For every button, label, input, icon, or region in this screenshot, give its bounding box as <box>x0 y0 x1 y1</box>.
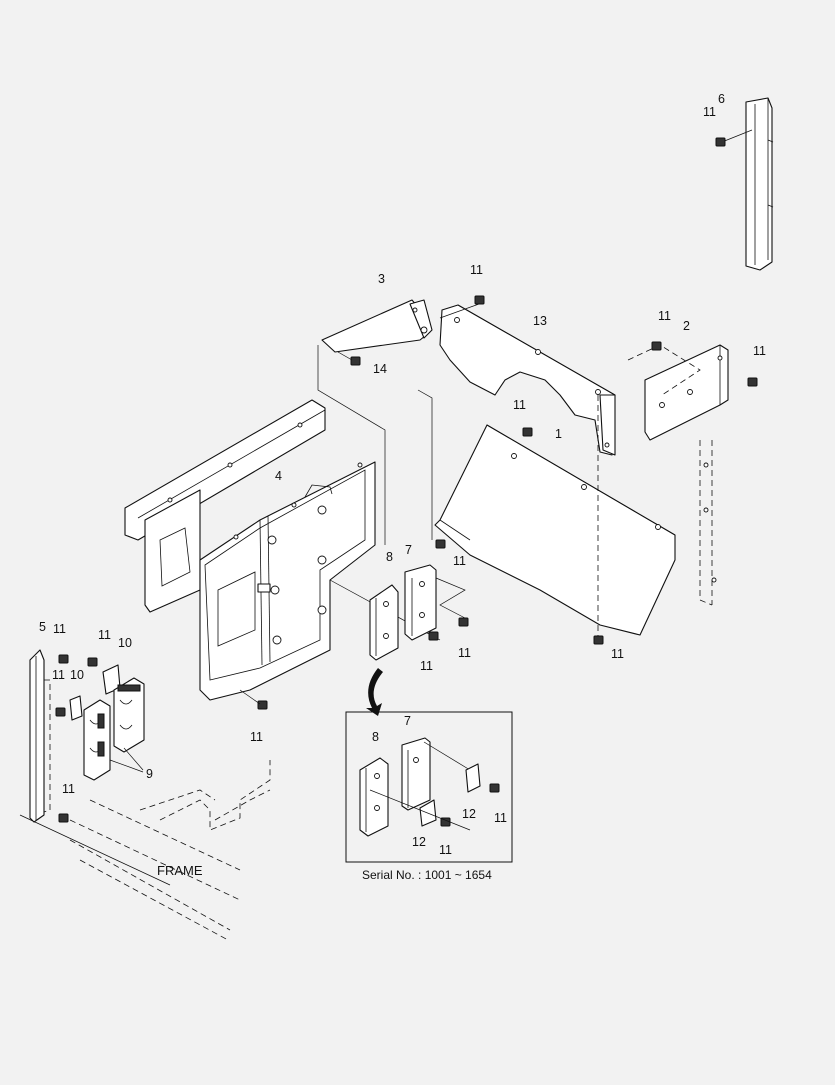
callout-11: 11 <box>703 105 716 119</box>
callout-11: 11 <box>753 344 766 358</box>
part-7-pad <box>404 564 466 641</box>
part-4-panel <box>199 461 376 701</box>
bolt-11-e <box>522 427 533 437</box>
callout-9: 9 <box>146 767 153 781</box>
bolt-14 <box>337 351 361 366</box>
callout-11: 11 <box>611 647 624 661</box>
callout-10: 10 <box>118 636 132 650</box>
serial-note: Serial No. : 1001 ~ 1654 <box>362 868 492 882</box>
bolt-11-d <box>747 377 758 387</box>
part-13-plate <box>439 304 616 456</box>
bolt-11-c <box>651 341 662 351</box>
callout-11: 11 <box>98 628 111 642</box>
callout-11: 11 <box>439 843 452 857</box>
part-5-rail <box>29 649 51 823</box>
callout-11: 11 <box>458 646 471 660</box>
callout-11: 11 <box>52 668 65 682</box>
callout-11: 11 <box>62 782 75 796</box>
bolts-11-7-8 <box>428 617 469 641</box>
callout-11: 11 <box>420 659 433 673</box>
callout-3: 3 <box>378 272 385 286</box>
callout-12: 12 <box>412 835 426 849</box>
callout-8: 8 <box>386 550 393 564</box>
callout-11: 11 <box>513 398 526 412</box>
part-9-cushion-right <box>113 677 145 753</box>
callout-5: 5 <box>39 620 46 634</box>
callout-7: 7 <box>404 714 411 728</box>
callout-labels: 6 11 3 11 13 11 2 11 14 11 1 4 11 8 7 11… <box>39 92 766 882</box>
callout-6: 6 <box>718 92 725 106</box>
callout-11: 11 <box>250 730 263 744</box>
callout-7: 7 <box>405 543 412 557</box>
callout-1: 1 <box>555 427 562 441</box>
callout-10: 10 <box>70 668 84 682</box>
callout-14: 14 <box>373 362 387 376</box>
callout-11: 11 <box>53 622 66 636</box>
part-9-cushion-left <box>83 699 144 781</box>
callout-11: 11 <box>470 263 483 277</box>
bolt-11-below-1 <box>417 389 604 645</box>
bolt-11-f <box>239 689 268 710</box>
part-10-clips <box>69 664 121 721</box>
callout-11: 11 <box>453 554 466 568</box>
bolt-11-top <box>715 137 726 147</box>
lower-frame <box>19 760 271 941</box>
callout-13: 13 <box>533 314 547 328</box>
part-8-pad <box>369 584 399 661</box>
frame-label: FRAME <box>157 863 203 878</box>
serial-inset <box>345 711 513 863</box>
callout-8: 8 <box>372 730 379 744</box>
callout-4: 4 <box>275 469 282 483</box>
part-3-bracket <box>321 299 433 353</box>
callout-11: 11 <box>494 811 507 825</box>
part-6-bracket <box>721 97 774 271</box>
inset-arrow <box>366 668 383 716</box>
callout-2: 2 <box>683 319 690 333</box>
bolt-11-b <box>439 295 485 319</box>
part-1-cover <box>434 424 676 636</box>
callout-12: 12 <box>462 807 476 821</box>
part-2-bracket <box>627 344 729 441</box>
right-rail <box>699 440 717 606</box>
callout-11: 11 <box>658 309 671 323</box>
upper-frame-beam <box>124 399 326 613</box>
bolts-11-left <box>55 654 98 823</box>
